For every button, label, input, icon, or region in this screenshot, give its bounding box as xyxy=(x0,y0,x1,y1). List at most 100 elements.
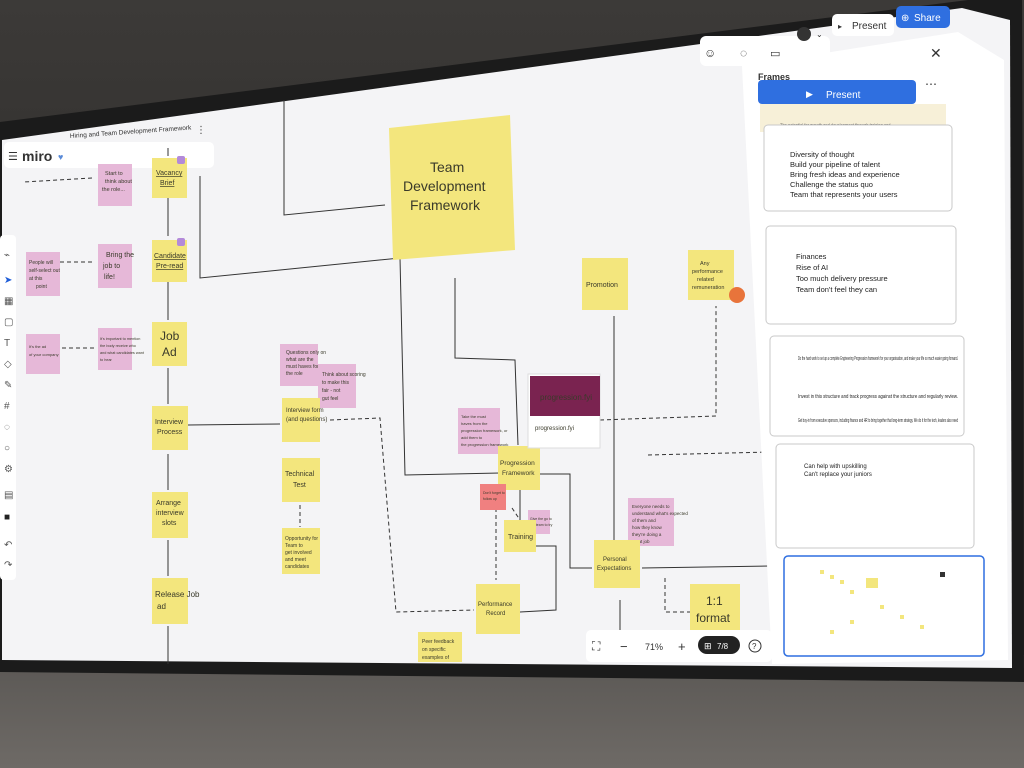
frame2-bullet-3: Too much delivery pressure xyxy=(796,274,888,283)
pen-icon[interactable]: ✎ xyxy=(4,380,12,391)
frame-thumb-4[interactable]: Can help with upskilling Can't replace y… xyxy=(775,443,975,549)
one-one-line2: format xyxy=(696,611,731,625)
reaction-avatar[interactable] xyxy=(729,287,745,303)
zoom-in-button[interactable]: + xyxy=(678,639,686,654)
miro-logo[interactable]: miro xyxy=(22,148,52,164)
frames-present-button[interactable] xyxy=(758,80,916,104)
sticky-promotion[interactable]: Promotion xyxy=(582,258,628,310)
opp-line4: and meet xyxy=(285,557,306,563)
sticky-progression-fw[interactable]: Progression Framework xyxy=(498,446,540,490)
fit-screen-icon[interactable]: ⛶ xyxy=(591,639,601,653)
frame3-bullet-2: Invest in this structure and track progr… xyxy=(798,394,958,400)
select-icon[interactable]: ➤ xyxy=(4,275,12,286)
perf-line2: performance xyxy=(692,269,723,275)
sticky-team-dev[interactable]: Team Development Framework xyxy=(389,115,515,260)
board-more-icon[interactable]: ⋮ xyxy=(196,125,206,136)
help-label: ? xyxy=(752,642,757,651)
frames-icon: ⊞ xyxy=(704,641,712,651)
frame4-bullet-2: Can't replace your juniors xyxy=(804,472,872,478)
frame-thumb-3[interactable]: Do the hard work to set up a complete En… xyxy=(769,335,965,437)
questions-line1: Questions only on xyxy=(286,350,326,356)
sticky-arrange[interactable]: Arrange interview slots xyxy=(152,492,188,538)
zoom-out-button[interactable]: − xyxy=(620,639,628,654)
present-top-button[interactable] xyxy=(832,14,894,36)
sticky-peer-feedback[interactable]: Peer feedback on specific examples of xyxy=(418,632,462,662)
sticky-take-must[interactable]: Take the must haves from the progression… xyxy=(458,408,508,454)
sticky-think-scoring[interactable]: Think about scoring to make this fair - … xyxy=(318,364,366,408)
questions-line3: must haves for xyxy=(286,364,319,370)
undo-icon[interactable]: ↶ xyxy=(4,540,12,551)
red-line2: follow up xyxy=(483,497,497,501)
sticky-perf-record[interactable]: Performance Record xyxy=(476,584,520,634)
reactions-icon[interactable]: ☺ xyxy=(704,46,716,60)
sticky-start-think[interactable]: Start to think about the role... xyxy=(98,164,132,206)
frame2-bullet-4: Team don't feel they can xyxy=(796,285,877,294)
chat-bubble-icon[interactable]: ◌ xyxy=(740,46,747,60)
sticky-job-ad[interactable]: Job Ad xyxy=(152,322,187,366)
more-icon[interactable]: ■ xyxy=(4,512,10,523)
progression-link[interactable]: progression.fyi xyxy=(535,426,574,432)
frames-title: Frames xyxy=(758,72,790,82)
sticky-people-self[interactable]: People will self-select out at this poin… xyxy=(26,252,60,296)
chat-icon[interactable]: ○ xyxy=(4,443,10,454)
zoom-level[interactable]: 71% xyxy=(645,642,663,652)
frame-thumb-5[interactable] xyxy=(783,555,985,657)
sticky-interview-form[interactable]: Interview form (and questions) xyxy=(282,398,327,442)
sticky-one-one[interactable]: 1:1 format xyxy=(690,584,740,632)
share-button[interactable] xyxy=(896,6,950,28)
sticky-questions-only[interactable]: Questions only on what are the must have… xyxy=(280,344,326,386)
close-panel-icon[interactable]: ✕ xyxy=(930,45,942,61)
important-line2: the body receive who xyxy=(100,344,136,348)
sticky-vacancy[interactable]: Vacancy Brief xyxy=(152,156,187,198)
tools-icon[interactable]: ⌁ xyxy=(4,250,10,261)
sticky-its-the-ad[interactable]: It's the ad of your company xyxy=(26,334,60,374)
menu-icon[interactable]: ☰ xyxy=(8,151,18,163)
interview-line1: Interview xyxy=(155,419,184,426)
sticky-personal-exp[interactable]: Personal Expectations xyxy=(594,540,640,588)
think-line4: gut feel xyxy=(322,396,338,402)
pink-line1: Give the go to xyxy=(530,517,552,521)
sticky-important-mention[interactable]: It's important to mention the body recei… xyxy=(98,328,145,370)
take-line3: progression framework, or xyxy=(461,428,508,433)
frame3-bullet-1: Do the hard work to set up a complete En… xyxy=(798,356,958,362)
sticky-technical-test[interactable]: Technical Test xyxy=(282,458,320,502)
sticky-candidate[interactable]: Candidate Pre-read xyxy=(152,238,187,282)
sticky-everyone-needs[interactable]: Everyone needs to understand what's expe… xyxy=(628,498,688,546)
sticky-release[interactable]: Release Job ad xyxy=(152,578,200,624)
upload-icon[interactable]: ▤ xyxy=(4,490,13,501)
form-line1: Interview form xyxy=(286,408,324,414)
frames-present-label: Present xyxy=(826,90,861,101)
opp-line3: get involved xyxy=(285,550,312,556)
text-icon[interactable]: T xyxy=(4,338,10,349)
tech-line2: Test xyxy=(293,482,306,489)
redo-icon[interactable]: ↷ xyxy=(4,560,13,571)
apps-icon[interactable]: ⚙ xyxy=(4,464,13,475)
perf-line1: Any xyxy=(700,261,710,267)
frame-thumb-2[interactable]: Finances Rise of AI Too much delivery pr… xyxy=(765,225,957,325)
video-icon[interactable]: ▭ xyxy=(770,48,780,60)
template-icon[interactable]: ▦ xyxy=(4,296,13,307)
frame-icon[interactable]: # xyxy=(4,401,10,412)
frame-nav-pill[interactable] xyxy=(698,636,740,654)
progression-link-card[interactable]: progression.fyi progression.fyi xyxy=(527,373,601,449)
sticky-opportunity[interactable]: Opportunity for Team to get involved and… xyxy=(282,528,320,574)
user-avatar[interactable] xyxy=(797,27,811,41)
every-line6: great job xyxy=(632,539,650,544)
every-line1: Everyone needs to xyxy=(632,504,670,509)
frame-counter: 7/8 xyxy=(717,642,729,651)
sticky-small-red[interactable]: Don't forget to follow up xyxy=(480,484,506,510)
frame1-bullet-5: Team that represents your users xyxy=(790,190,898,199)
promotion-text: Promotion xyxy=(586,282,618,289)
help-circle-icon[interactable] xyxy=(748,639,762,653)
chevron-down-icon[interactable]: ⌄ xyxy=(816,30,823,39)
sticky-training[interactable]: Training xyxy=(504,520,536,552)
comment-icon[interactable]: ◌ xyxy=(4,422,10,433)
sticky-interview[interactable]: Interview Process xyxy=(152,406,188,450)
frame-thumb-1[interactable]: Diversity of thought Build your pipeline… xyxy=(763,124,953,212)
sticky-icon[interactable]: ▢ xyxy=(4,317,13,328)
sticky-bring-job[interactable]: Bring the job to life! xyxy=(98,244,134,288)
shapes-icon[interactable]: ◇ xyxy=(4,359,12,370)
sticky-any-perf[interactable]: Any performance related remuneration xyxy=(688,250,745,303)
frames-more-icon[interactable]: ⋯ xyxy=(925,77,937,91)
arrange-line3: slots xyxy=(162,520,177,527)
